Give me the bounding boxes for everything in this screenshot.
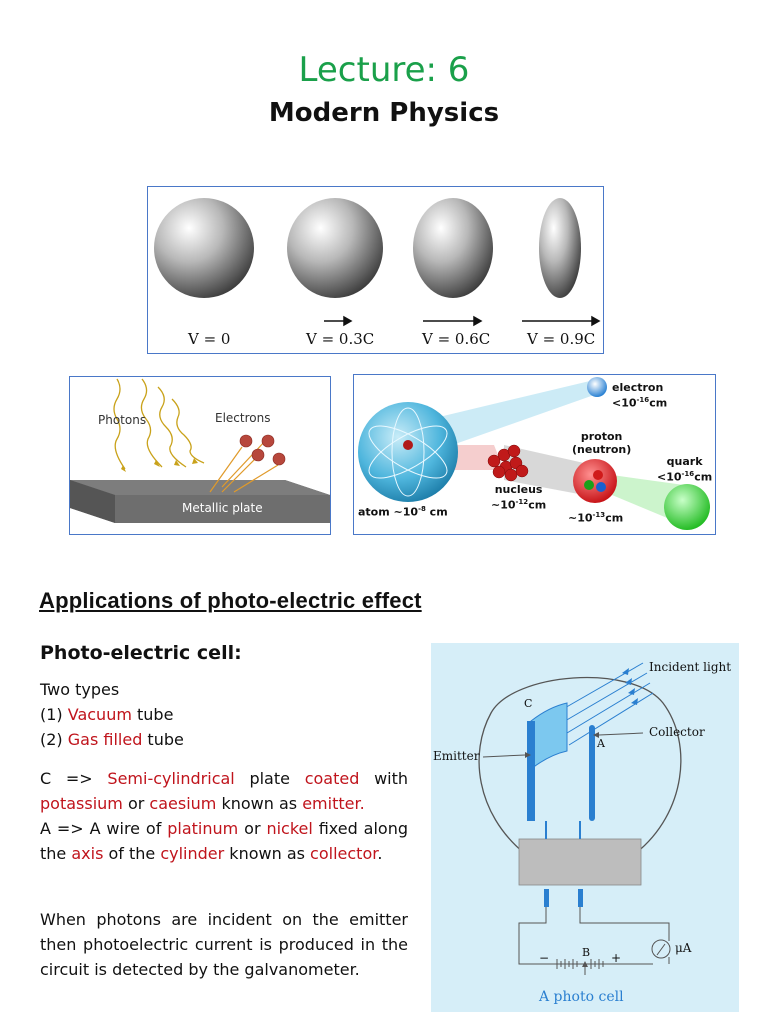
incident-light-label: Incident light	[649, 660, 732, 674]
atom-size-label: atom ~10-8 cm	[358, 505, 448, 519]
galvanometer-description: When photons are incident on the emitter…	[40, 910, 408, 979]
photons-label: Photons	[98, 413, 147, 427]
sphere-v03	[287, 198, 383, 298]
microammeter-label: μA	[675, 941, 692, 955]
photocell-caption: A photo cell	[539, 989, 624, 1005]
quark-label: quark <10-16cm	[657, 455, 713, 484]
collector-label: Collector	[649, 725, 705, 739]
sphere-v0	[154, 198, 254, 298]
type-item: (1) Vacuum tube	[40, 705, 174, 724]
proton-label: proton (neutron)	[572, 430, 632, 456]
velocity-label: V = 0.9C	[527, 330, 596, 348]
metallic-plate-label: Metallic plate	[182, 501, 263, 515]
photoelectric-figure: Photons Electrons Metallic plate	[69, 376, 331, 535]
types-block: Two types (1) Vacuum tube (2) Gas filled…	[40, 677, 408, 752]
types-intro: Two types	[40, 680, 120, 699]
c-label: C	[524, 697, 533, 710]
proton-size-label: ~10-13cm	[568, 511, 624, 525]
electrons-label: Electrons	[215, 411, 271, 425]
b-label: B	[582, 946, 591, 959]
plus-label: +	[611, 951, 622, 965]
atom-scale-figure: electron <10-16cm proton (neutron) quark…	[353, 374, 716, 535]
type-item: (2) Gas filled tube	[40, 730, 184, 749]
velocity-label: V = 0.3C	[306, 330, 375, 348]
velocity-label: V = 0	[188, 330, 231, 348]
photo-cell-heading: Photo-electric cell:	[40, 642, 242, 664]
emitter-label: Emitter	[433, 749, 480, 763]
sphere-v06	[413, 198, 493, 298]
section-heading: Applications of photo-electric effect	[39, 588, 422, 613]
a-label: A	[597, 737, 605, 750]
length-contraction-figure: V = 0 V = 0.3C V = 0.6C V = 0.9C	[147, 186, 604, 354]
emitter-description: C => Semi-cylindrical plate coated with …	[40, 769, 409, 863]
lecture-title: Lecture: 6	[298, 50, 470, 90]
sphere-v09	[539, 198, 581, 298]
photocell-figure: Incident light C Collector A Emitter − B…	[431, 643, 739, 1012]
lecture-subtitle: Modern Physics	[268, 98, 500, 128]
velocity-label: V = 0.6C	[422, 330, 491, 348]
nucleus-label: nucleus ~10-12cm	[491, 483, 547, 512]
minus-label: −	[539, 951, 550, 965]
electron-label: electron <10-16cm	[612, 381, 668, 410]
